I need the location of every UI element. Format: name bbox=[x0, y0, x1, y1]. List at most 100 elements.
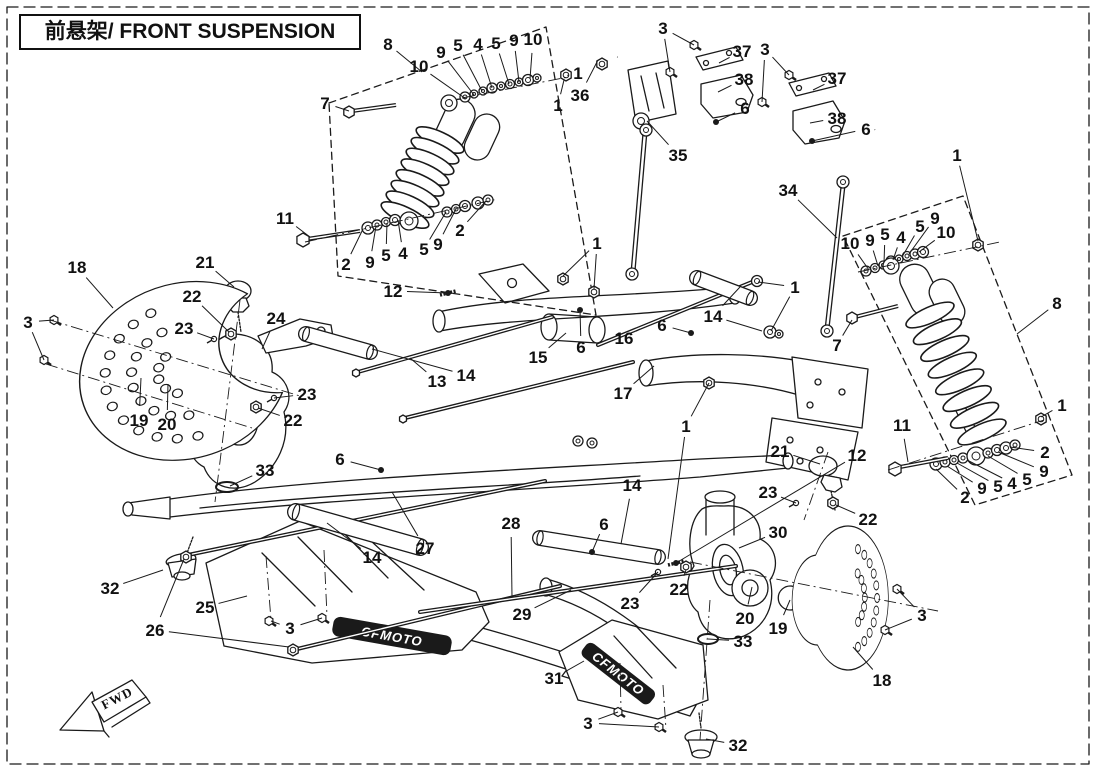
leader-line bbox=[579, 309, 582, 337]
callout-1: 1 bbox=[553, 96, 562, 115]
leader-line bbox=[598, 711, 619, 720]
leader-line bbox=[1016, 309, 1049, 335]
callout-35: 35 bbox=[669, 146, 688, 165]
leader-line bbox=[901, 235, 915, 258]
callout-31: 31 bbox=[545, 669, 564, 688]
leader-line bbox=[705, 738, 725, 743]
right-shock-dashed-box bbox=[842, 195, 1073, 506]
callout-6: 6 bbox=[657, 316, 666, 335]
callout-37: 37 bbox=[828, 69, 847, 88]
wheel-bearing bbox=[731, 569, 769, 607]
leader-line bbox=[123, 569, 164, 584]
fastener-dot bbox=[809, 138, 815, 144]
callout-21: 21 bbox=[196, 253, 215, 272]
callout-1: 1 bbox=[573, 64, 582, 83]
leader-line bbox=[918, 239, 936, 253]
callout-5: 5 bbox=[1022, 470, 1031, 489]
leader-line bbox=[966, 459, 1003, 479]
page-title: 前悬架/ FRONT SUSPENSION bbox=[45, 19, 336, 43]
callout-32: 32 bbox=[729, 736, 748, 755]
callout-7: 7 bbox=[320, 94, 329, 113]
fastener-dot bbox=[445, 290, 451, 296]
callout-22: 22 bbox=[859, 510, 878, 529]
callout-28: 28 bbox=[502, 514, 521, 533]
leader-line bbox=[510, 536, 513, 598]
callout-9: 9 bbox=[509, 31, 518, 50]
leader-line bbox=[430, 73, 467, 100]
callout-15: 15 bbox=[529, 348, 548, 367]
leader-line bbox=[639, 571, 659, 593]
leader-line bbox=[270, 620, 280, 625]
callout-30: 30 bbox=[769, 523, 788, 542]
fastener-dot bbox=[577, 307, 583, 313]
callout-9: 9 bbox=[977, 479, 986, 498]
leader-line bbox=[560, 79, 565, 95]
leader-line bbox=[295, 226, 311, 238]
upper-a-arm bbox=[432, 263, 742, 344]
leader-line bbox=[462, 54, 483, 92]
leader-line bbox=[780, 496, 797, 504]
leader-line bbox=[215, 270, 235, 288]
callout-9: 9 bbox=[1039, 462, 1048, 481]
lower-right-a-arm bbox=[638, 353, 869, 481]
callout-20: 20 bbox=[736, 609, 755, 628]
leader-line bbox=[196, 332, 215, 340]
callout-25: 25 bbox=[196, 598, 215, 617]
leader-line bbox=[783, 599, 791, 616]
leader-line bbox=[442, 208, 457, 235]
callout-10: 10 bbox=[841, 234, 860, 253]
callout-12: 12 bbox=[848, 446, 867, 465]
leader-line bbox=[857, 254, 870, 271]
leader-line bbox=[672, 327, 692, 334]
leader-line bbox=[946, 465, 973, 483]
leader-line bbox=[350, 228, 364, 255]
callout-6: 6 bbox=[576, 338, 585, 357]
leader-line bbox=[896, 588, 915, 608]
callout-22: 22 bbox=[284, 411, 303, 430]
callout-18: 18 bbox=[873, 671, 892, 690]
callout-2: 2 bbox=[455, 221, 464, 240]
leader-line bbox=[903, 438, 909, 463]
fastener-dot bbox=[589, 549, 595, 555]
callout-1: 1 bbox=[1057, 396, 1066, 415]
callout-37: 37 bbox=[733, 42, 752, 61]
callout-23: 23 bbox=[298, 385, 317, 404]
leader-line bbox=[406, 291, 449, 294]
leader-line bbox=[852, 646, 874, 670]
callout-1: 1 bbox=[681, 417, 690, 436]
leader-line bbox=[562, 250, 590, 277]
leader-line bbox=[883, 244, 886, 264]
leader-line bbox=[371, 225, 377, 252]
leader-line bbox=[835, 504, 856, 514]
callout-14: 14 bbox=[457, 366, 476, 385]
callout-23: 23 bbox=[175, 319, 194, 338]
fastener-dot bbox=[713, 119, 719, 125]
leader-line bbox=[717, 84, 732, 93]
title-box: 前悬架/ FRONT SUSPENSION bbox=[19, 14, 361, 50]
leader-line bbox=[935, 468, 958, 490]
callout-2: 2 bbox=[960, 488, 969, 507]
leader-line bbox=[667, 436, 686, 560]
callout-17: 17 bbox=[614, 384, 633, 403]
leader-line bbox=[429, 211, 447, 240]
leader-line bbox=[718, 57, 730, 64]
callout-8: 8 bbox=[383, 35, 392, 54]
leader-line bbox=[892, 247, 898, 261]
leader-line bbox=[872, 250, 879, 267]
leader-line bbox=[585, 59, 599, 83]
leader-line bbox=[565, 660, 585, 672]
callout-9: 9 bbox=[865, 231, 874, 250]
leader-line bbox=[956, 462, 989, 482]
leader-line bbox=[809, 120, 824, 124]
callout-29: 29 bbox=[513, 605, 532, 624]
leader-line bbox=[726, 319, 763, 332]
callout-1: 1 bbox=[952, 146, 961, 165]
callout-16: 16 bbox=[615, 329, 634, 348]
bar-bushing-38b bbox=[792, 100, 846, 145]
callout-22: 22 bbox=[670, 580, 689, 599]
leader-line bbox=[385, 222, 388, 245]
leader-line bbox=[707, 638, 730, 641]
leader-line bbox=[371, 348, 453, 372]
